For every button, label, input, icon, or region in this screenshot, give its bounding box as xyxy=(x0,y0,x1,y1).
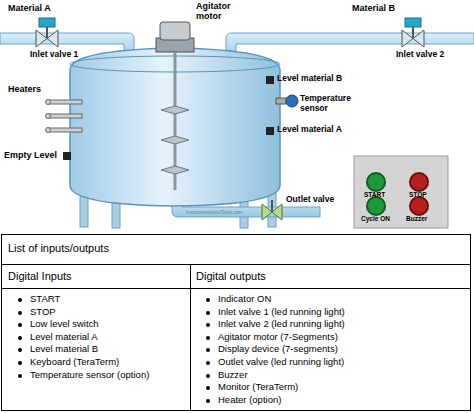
valve-label: Inlet valve 2 xyxy=(396,50,444,60)
sensor-label: Empty Level xyxy=(4,150,57,160)
button-label: Cycle ON xyxy=(361,215,390,222)
input-item: Keyboard (TeraTerm) xyxy=(14,357,119,368)
output-item: Heater (option) xyxy=(202,395,281,406)
valve-label: Inlet valve 1 xyxy=(30,50,78,60)
level-sensor-a xyxy=(266,127,274,135)
level-sensor-b xyxy=(266,76,274,84)
watermark: InstrumentationTools.com xyxy=(186,210,243,216)
input-item: Temperature sensor (option) xyxy=(14,370,149,381)
temperature-sensor xyxy=(276,95,298,107)
column-heading: Digital Inputs xyxy=(8,270,72,283)
motor-label: Agitator motor xyxy=(196,1,238,22)
sensor-label: Level material B xyxy=(277,74,342,84)
io-table xyxy=(2,235,471,411)
button-label: STOP xyxy=(409,191,427,198)
agitator xyxy=(156,22,194,190)
output-item: Outlet valve (led running light) xyxy=(202,357,344,368)
inlet-valve-1 xyxy=(36,18,58,47)
input-item: Level material B xyxy=(14,344,98,355)
button-label: Buzzer xyxy=(406,215,427,222)
input-item: START xyxy=(14,294,60,305)
material-label: Material A xyxy=(8,3,51,13)
control-panel xyxy=(354,156,448,228)
inlet-valve-2 xyxy=(402,18,424,47)
output-item: Agitator motor (7-Segments) xyxy=(202,332,338,343)
output-item: Monitor (TeraTerm) xyxy=(202,382,298,393)
output-item: Buzzer xyxy=(202,370,248,381)
column-heading: Digital outputs xyxy=(196,270,266,283)
input-item: Level material A xyxy=(14,332,98,343)
outlet-valve xyxy=(262,200,282,220)
input-item: STOP xyxy=(14,307,56,318)
table-heading: List of inputs/outputs xyxy=(8,242,109,255)
input-item: Low level switch xyxy=(14,319,99,330)
material-label: Material B xyxy=(352,3,395,13)
tank-body xyxy=(70,48,280,206)
output-item: Indicator ON xyxy=(202,294,271,305)
output-item: Display device (7-segments) xyxy=(202,344,338,355)
valve-label: Outlet valve xyxy=(286,195,334,205)
heater-label: Heaters xyxy=(8,84,41,94)
sensor-label: Level material A xyxy=(277,125,342,135)
heaters xyxy=(46,100,83,133)
sensor-label: Temperature sensor xyxy=(300,94,360,114)
button-label: START xyxy=(364,191,385,198)
empty-level-sensor xyxy=(63,152,71,160)
output-item: Inlet valve 1 (led running light) xyxy=(202,307,345,318)
output-item: Inlet valve 2 (led running light) xyxy=(202,319,345,330)
